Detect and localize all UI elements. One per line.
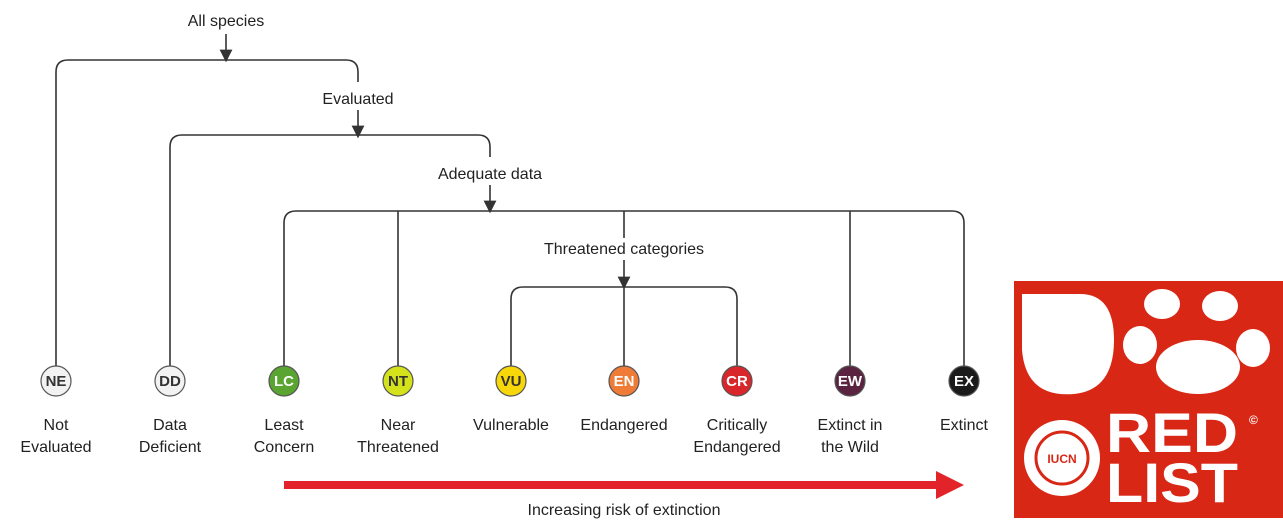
iucn-inner-ring <box>1034 430 1090 486</box>
category-name-line1: Data <box>153 417 187 434</box>
iucn-red-list-logo: IUCN RED LIST © <box>1014 281 1283 518</box>
category-name-line2: Endangered <box>693 439 780 456</box>
category-code: EN <box>614 373 635 390</box>
category-badge-ne <box>40 365 72 397</box>
category-badge-vu <box>495 365 527 397</box>
category-code: DD <box>159 373 181 390</box>
category-code: NE <box>46 373 67 390</box>
category-name-line2: Deficient <box>139 439 202 456</box>
logo-list-text: LIST <box>1106 451 1238 514</box>
category-code: EW <box>838 373 863 390</box>
category-code: NT <box>388 373 408 390</box>
logo-red-text: RED <box>1106 401 1238 464</box>
drop-shape <box>1022 294 1114 395</box>
category-name-line1: Least <box>264 417 304 434</box>
risk-arrow-head <box>936 471 964 499</box>
category-item-ew: EW Extinct in the Wild <box>818 365 883 456</box>
category-badge-ex <box>948 365 980 397</box>
risk-arrow <box>284 471 964 499</box>
category-badge-nt <box>382 365 414 397</box>
category-name-line2: Threatened <box>357 439 439 456</box>
category-badge-en <box>608 365 640 397</box>
category-name-line1: Vulnerable <box>473 417 549 434</box>
category-name-line1: Near <box>381 417 416 434</box>
category-badge-lc <box>268 365 300 397</box>
node-all-species: All species <box>188 13 264 30</box>
category-code: EX <box>954 373 974 390</box>
risk-arrow-label: Increasing risk of extinction <box>528 502 721 519</box>
paw-print-icon <box>1123 289 1270 394</box>
category-code: LC <box>274 373 294 390</box>
category-code: CR <box>726 373 748 390</box>
category-name-line1: Critically <box>707 417 767 434</box>
node-threatened-categories: Threatened categories <box>544 241 704 258</box>
tree-connectors <box>55 34 965 366</box>
category-badge-cr <box>721 365 753 397</box>
category-name-line2: Concern <box>254 439 314 456</box>
node-evaluated: Evaluated <box>322 91 393 108</box>
category-name-line1: Extinct in <box>818 417 883 434</box>
category-code: VU <box>501 373 522 390</box>
category-item-vu: VU Vulnerable <box>473 365 549 434</box>
node-adequate-data: Adequate data <box>438 166 542 183</box>
category-badge-dd <box>154 365 186 397</box>
copyright-mark: © <box>1249 413 1258 427</box>
risk-arrow-shaft <box>284 481 940 489</box>
category-item-en: EN Endangered <box>580 365 668 434</box>
iucn-brand-text: IUCN <box>1047 452 1076 466</box>
category-badge-ew <box>834 365 866 397</box>
category-name-line2: the Wild <box>821 439 879 456</box>
category-item-ex: EX Extinct <box>940 365 989 434</box>
category-name-line2: Evaluated <box>20 439 91 456</box>
category-name-line1: Not <box>44 417 69 434</box>
category-name-line1: Endangered <box>580 417 667 434</box>
category-name-line1: Extinct <box>940 417 989 434</box>
